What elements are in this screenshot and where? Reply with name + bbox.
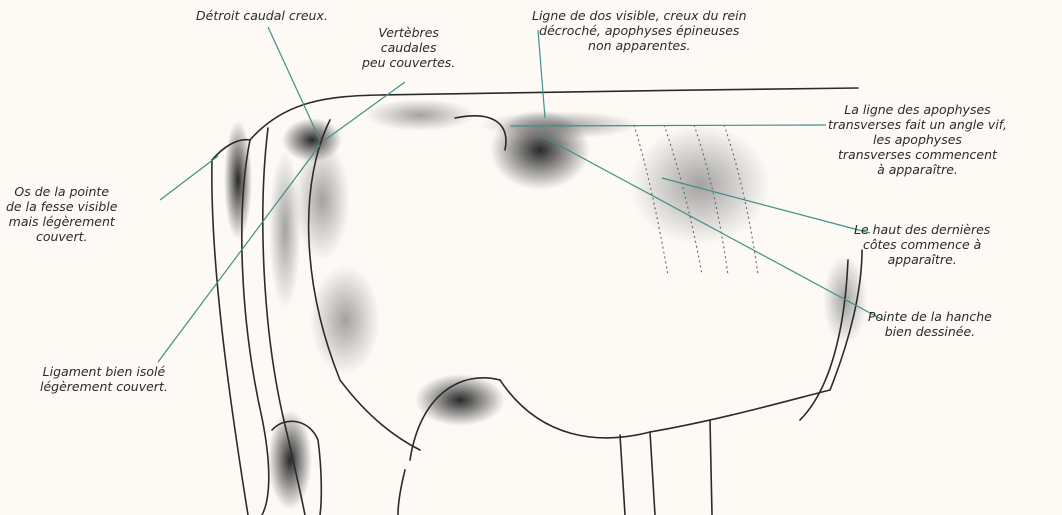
label-line: transverses fait un angle vif,: [828, 117, 1007, 132]
label-line: décroché, apophyses épineuses: [532, 23, 747, 38]
label-line: à apparaître.: [828, 162, 1007, 177]
thigh-edge-shade: [294, 140, 350, 260]
leader-os-fesse: [160, 156, 218, 200]
label-dernieres-cotes: Le haut des dernières côtes commence à a…: [854, 222, 990, 267]
label-line: Détroit caudal creux.: [196, 8, 328, 23]
label-line: Os de la pointe: [6, 184, 117, 199]
shading: [224, 99, 867, 510]
label-line: Pointe de la hanche: [868, 309, 992, 324]
belly-line: [500, 380, 650, 438]
label-detroit-caudal: Détroit caudal creux.: [196, 8, 328, 23]
rump-shade: [365, 99, 475, 131]
leg-left: [620, 435, 625, 515]
tail-shade: [269, 150, 301, 310]
label-line: caudales: [362, 40, 455, 55]
label-line: Ligne de dos visible, creux du rein: [532, 8, 747, 23]
label-line: de la fesse visible: [6, 199, 117, 214]
loin-shade: [480, 111, 640, 139]
label-line: Vertèbres: [362, 25, 455, 40]
hind-leg-front: [398, 470, 405, 515]
label-line: les apophyses: [828, 132, 1007, 147]
label-line: légèrement couvert.: [40, 379, 168, 394]
label-ligament: Ligament bien isolé légèrement couvert.: [40, 364, 168, 394]
label-line: Ligament bien isolé: [40, 364, 168, 379]
leg-right: [650, 432, 655, 515]
label-apophyses-transverses: La ligne des apophyses transverses fait …: [828, 102, 1007, 177]
label-line: transverses commencent: [828, 147, 1007, 162]
ribs-shade: [630, 125, 770, 245]
label-line: peu couvertes.: [362, 55, 455, 70]
label-line: mais légèrement: [6, 214, 117, 229]
label-os-pointe-fesse: Os de la pointe de la fesse visible mais…: [6, 184, 117, 244]
label-pointe-hanche: Pointe de la hanche bien dessinée.: [868, 309, 992, 339]
pin-bone-shade: [224, 120, 252, 240]
label-line: non apparentes.: [532, 38, 747, 53]
belly-front: [650, 390, 830, 432]
label-vertebres-caudales: Vertèbres caudales peu couvertes.: [362, 25, 455, 70]
label-line: couvert.: [6, 229, 117, 244]
label-line: apparaître.: [854, 252, 990, 267]
label-line: La ligne des apophyses: [828, 102, 1007, 117]
label-line: bien dessinée.: [868, 324, 992, 339]
foreleg-lower: [710, 420, 712, 515]
label-line: Le haut des dernières: [854, 222, 990, 237]
label-ligne-de-dos: Ligne de dos visible, creux du rein décr…: [532, 8, 747, 53]
label-line: côtes commence à: [854, 237, 990, 252]
